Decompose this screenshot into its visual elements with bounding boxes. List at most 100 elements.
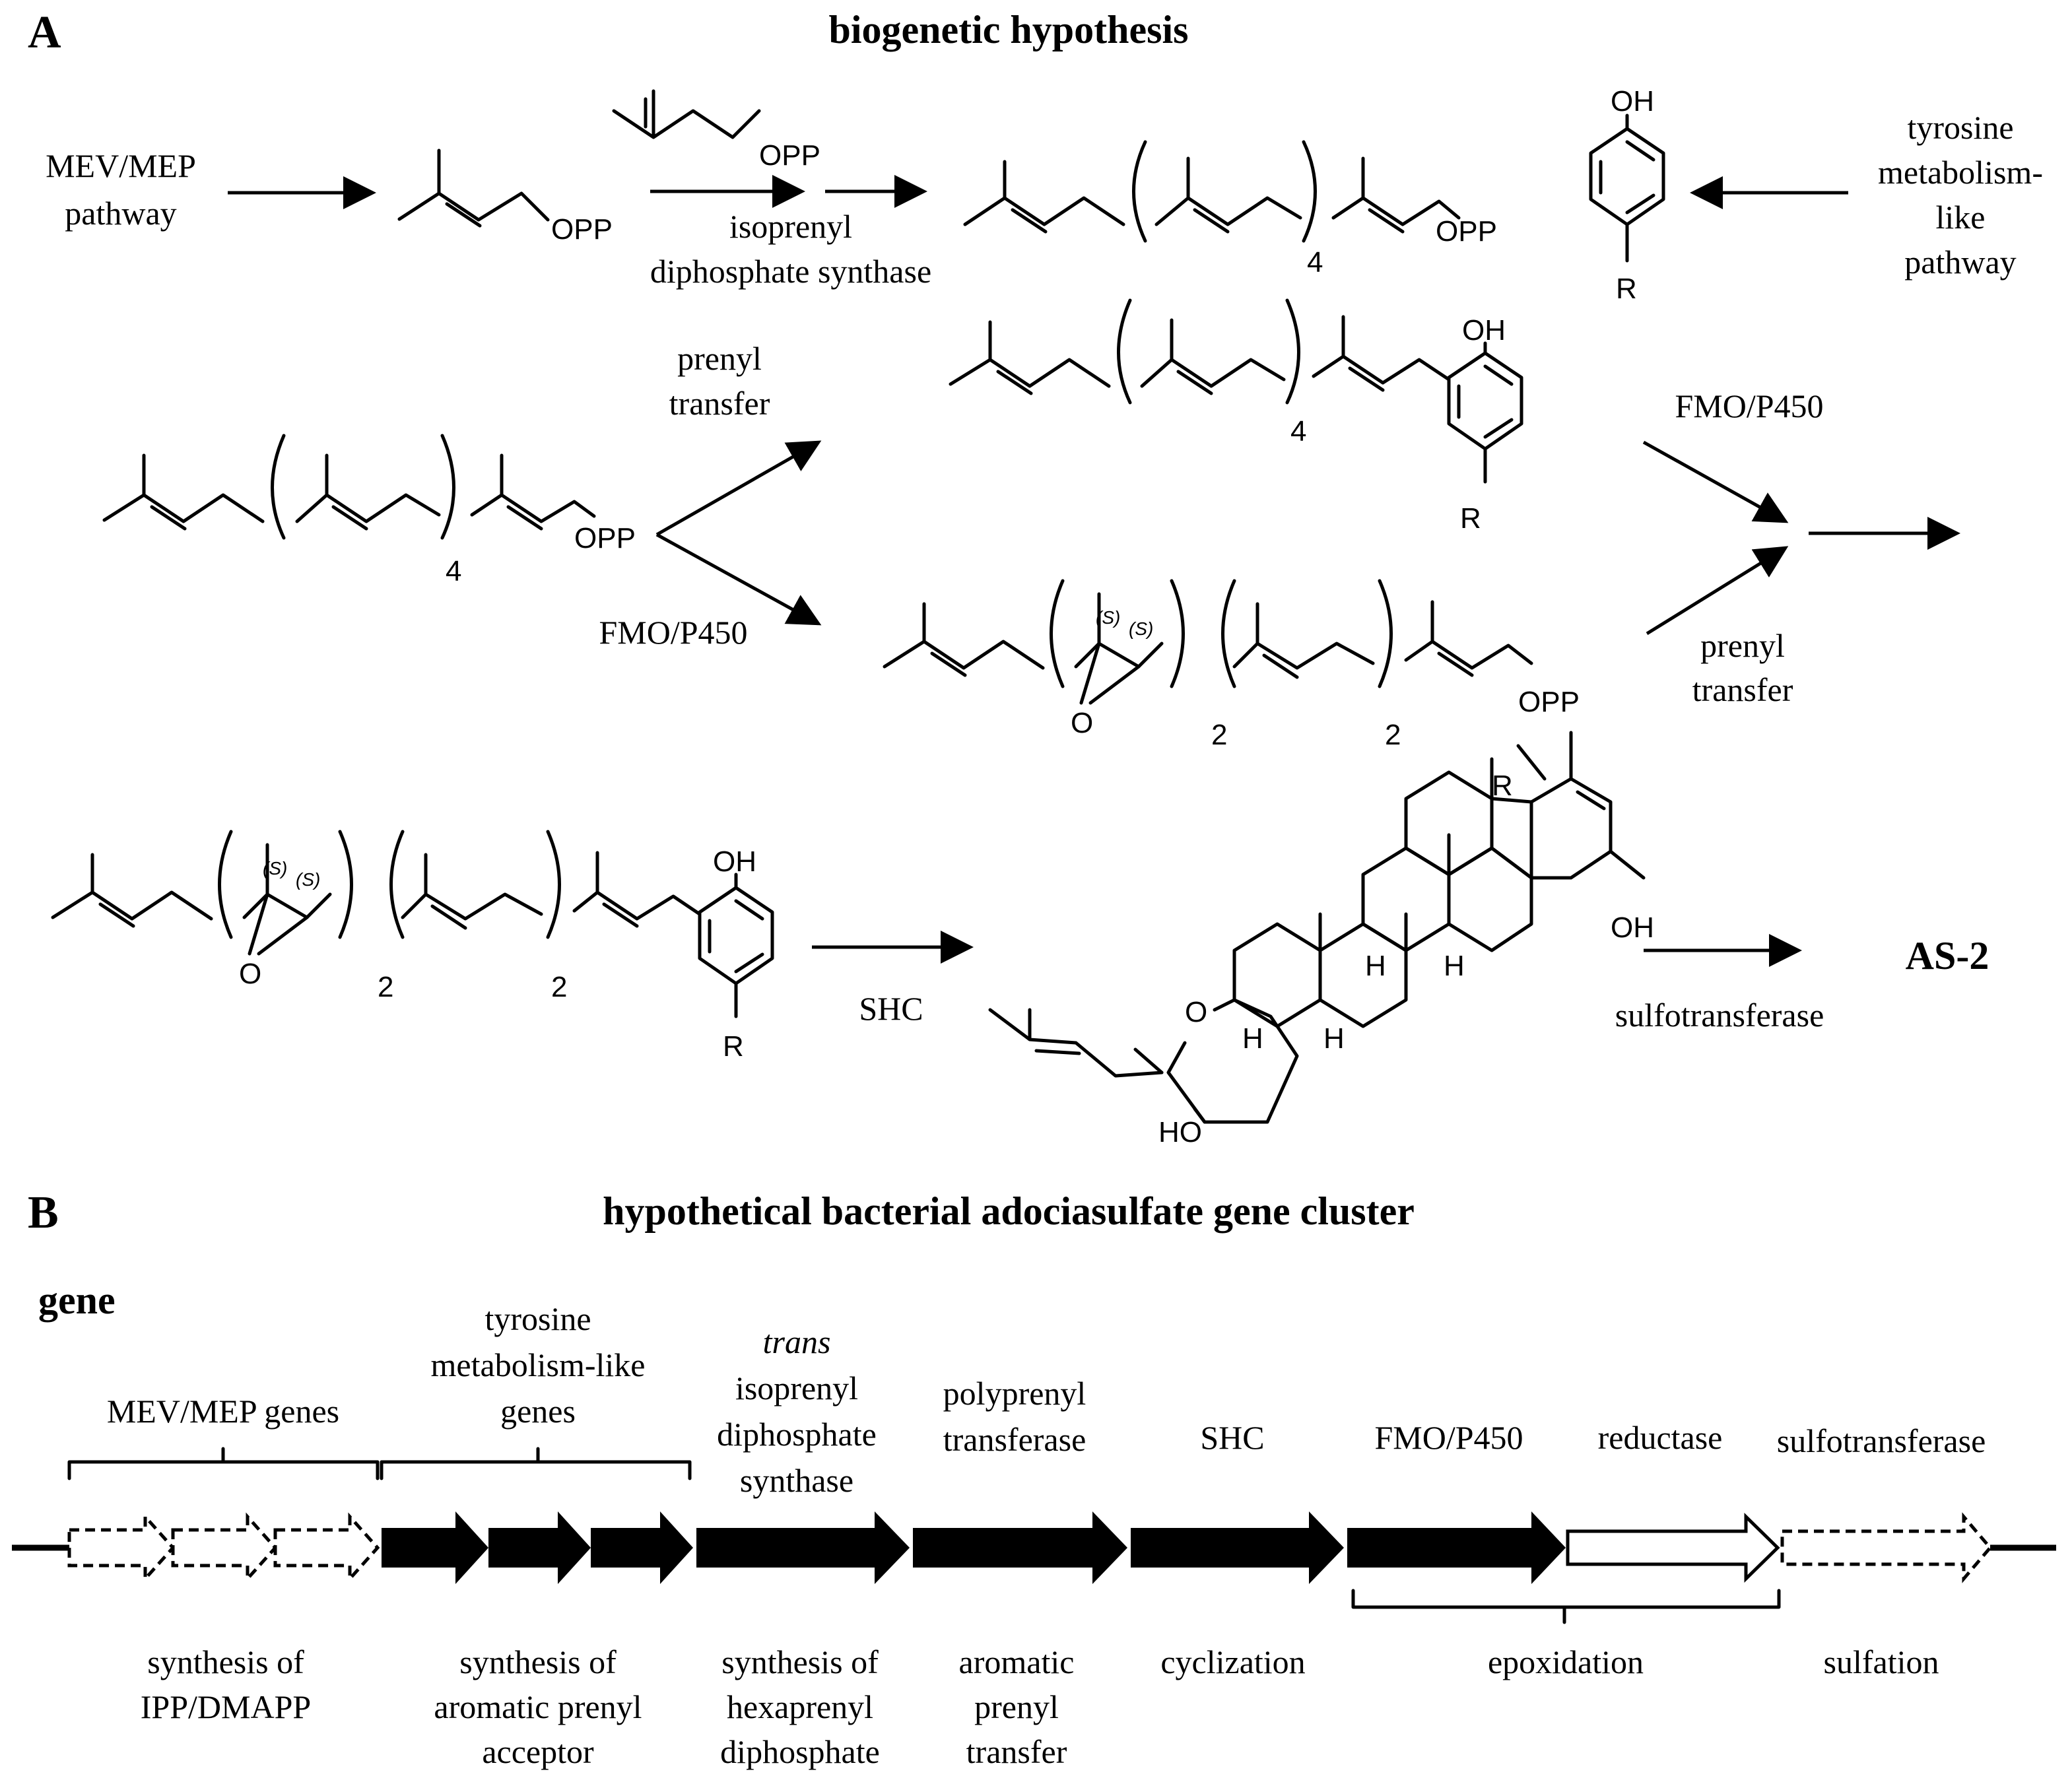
func-label-aro-1: synthesis of [459,1643,617,1680]
epoxy-top-o: O [1071,707,1093,739]
tyrosine-label-line4: pathway [1904,244,2016,281]
gene-label-trans-3: diphosphate [717,1416,877,1453]
panel-a-title: biogenetic hypothesis [828,8,1188,51]
hexaprenyl-top-opp: OPP [1436,215,1497,248]
epoxy-bottom-o: O [239,958,261,990]
gene-label-tyr-1: tyrosine [485,1300,591,1337]
dmapp-structure: OPP [397,149,613,246]
fmo-p450-label-2: FMO/P450 [1675,387,1823,424]
gene-label-tyr-3: genes [500,1393,576,1430]
func-label-hexa-2: hexaprenyl [727,1688,873,1725]
func-label-cyclization: cyclization [1160,1643,1305,1680]
epoxy-top-repeat-2a: 2 [1211,719,1227,751]
gene-label-poly-2: transferase [943,1421,1086,1458]
epoxy-phenol-r: R [723,1030,744,1063]
product-r: R [1492,770,1513,802]
gene-label-fmo: FMO/P450 [1374,1419,1523,1456]
prenyl-transfer-1-line1: prenyl [677,340,762,377]
gene-arrow-mev-3 [273,1512,380,1583]
epoxy-top-s1: (S) [1096,607,1120,628]
arrow-converge-top [1642,440,1789,523]
gene-label-reductase: reductase [1598,1419,1723,1456]
hexaprenyl-mid-opp: OPP [574,522,636,554]
tyrosine-label-line1: tyrosine [1907,109,2013,146]
gene-heading: gene [38,1278,116,1322]
gene-arrow-tyr-2 [488,1511,591,1584]
epoxy-hexaprenyl-pp-structure: O (S) (S) 2 2 OPP [883,579,1580,751]
mev-mep-label-line1: MEV/MEP [46,147,196,184]
product-h2: H [1323,1022,1345,1055]
fmo-p450-label-1: FMO/P450 [599,614,747,651]
epoxy-bottom-s2: (S) [296,869,320,890]
gene-label-trans-4: synthase [740,1462,853,1499]
brace-epoxidation [1351,1589,1781,1624]
panel-b-label: B [28,1187,59,1238]
ipds-label-line1: isoprenyl [729,208,852,245]
gene-arrow-trans-ipds [696,1511,910,1584]
dmapp-opp: OPP [551,213,613,246]
gene-arrow-tyr-3 [591,1511,693,1584]
arrow-branch-down [655,533,822,626]
gene-arrow-fmo [1347,1511,1566,1584]
gene-label-mev: MEV/MEP genes [107,1393,339,1430]
func-label-ipp-2: IPP/DMAPP [141,1688,311,1725]
prenyl-transfer-1-line2: transfer [669,385,770,422]
product-h4: H [1444,950,1465,982]
arrow-branch-up [655,440,822,537]
ipp-structure: OPP [612,89,820,172]
func-label-hexa-1: synthesis of [721,1643,879,1680]
gene-arrow-shc [1131,1511,1344,1584]
func-label-aro-3: acceptor [482,1733,594,1770]
ipp-opp: OPP [759,139,820,172]
product-ho: HO [1158,1116,1202,1148]
brace-tyr [380,1447,692,1480]
hexaprenyl-mid-repeat-4: 4 [446,555,461,587]
brace-mev [67,1447,380,1480]
tyrosine-label-line2: metabolism- [1878,154,2043,191]
func-label-apt-2: prenyl [974,1688,1059,1725]
arrow-converge-bottom [1646,546,1789,636]
phenol-oh: OH [1611,85,1654,117]
func-label-epoxidation: epoxidation [1488,1643,1644,1680]
gene-label-sulfo: sulfotransferase [1777,1422,1986,1459]
prenylated-phenol-oh: OH [1462,314,1506,347]
prenylated-phenol-structure: 4 OH R [949,298,1523,535]
gene-label-trans-2: isoprenyl [735,1370,858,1406]
prenyl-transfer-2-line2: transfer [1692,671,1793,708]
ipds-label-line2: diphosphate synthase [650,253,931,290]
func-label-apt-1: aromatic [959,1643,1075,1680]
gene-label-shc: SHC [1200,1419,1264,1456]
product-as2: AS-2 [1906,934,1989,977]
gene-label-tyr-2: metabolism-like [431,1346,646,1383]
prenyl-transfer-2-line1: prenyl [1700,627,1785,664]
gene-label-trans-1: trans [763,1323,831,1360]
gene-arrow-mev-2 [171,1512,278,1583]
gene-arrow-sulfotransferase [1780,1512,1993,1583]
func-label-hexa-3: diphosphate [720,1733,880,1770]
sulfotransferase-label: sulfotransferase [1615,997,1824,1034]
prenylated-phenol-r: R [1460,502,1481,535]
hexaprenyl-pp-structure-top: 4 OPP [963,140,1497,279]
prenylated-phenol-repeat-4: 4 [1290,415,1306,447]
epoxy-top-opp: OPP [1518,686,1580,718]
func-label-aro-2: aromatic prenyl [434,1688,642,1725]
epoxy-prenylated-phenol-structure: O (S) (S) 2 2 OH R [51,830,774,1063]
func-label-ipp-1: synthesis of [147,1643,304,1680]
panel-a-label: A [28,7,61,58]
epoxy-phenol-oh: OH [713,845,756,878]
epoxy-top-s2: (S) [1129,618,1153,639]
product-h3: H [1365,950,1386,982]
product-h1: H [1242,1022,1263,1055]
gene-arrow-tyr-1 [382,1511,488,1584]
shc-label: SHC [859,990,923,1027]
cyclized-product-structure: O HO OH R H H H H [988,731,1654,1148]
func-label-sulfation: sulfation [1824,1643,1939,1680]
gene-arrow-mev-1 [67,1512,176,1583]
epoxy-top-repeat-2b: 2 [1385,719,1401,751]
tyrosine-label-line3: like [1936,199,1986,236]
product-ring-o: O [1185,996,1207,1028]
gene-label-poly-1: polyprenyl [943,1375,1086,1412]
epoxy-bottom-repeat-2b: 2 [551,971,567,1003]
product-aryl-oh: OH [1611,911,1654,944]
